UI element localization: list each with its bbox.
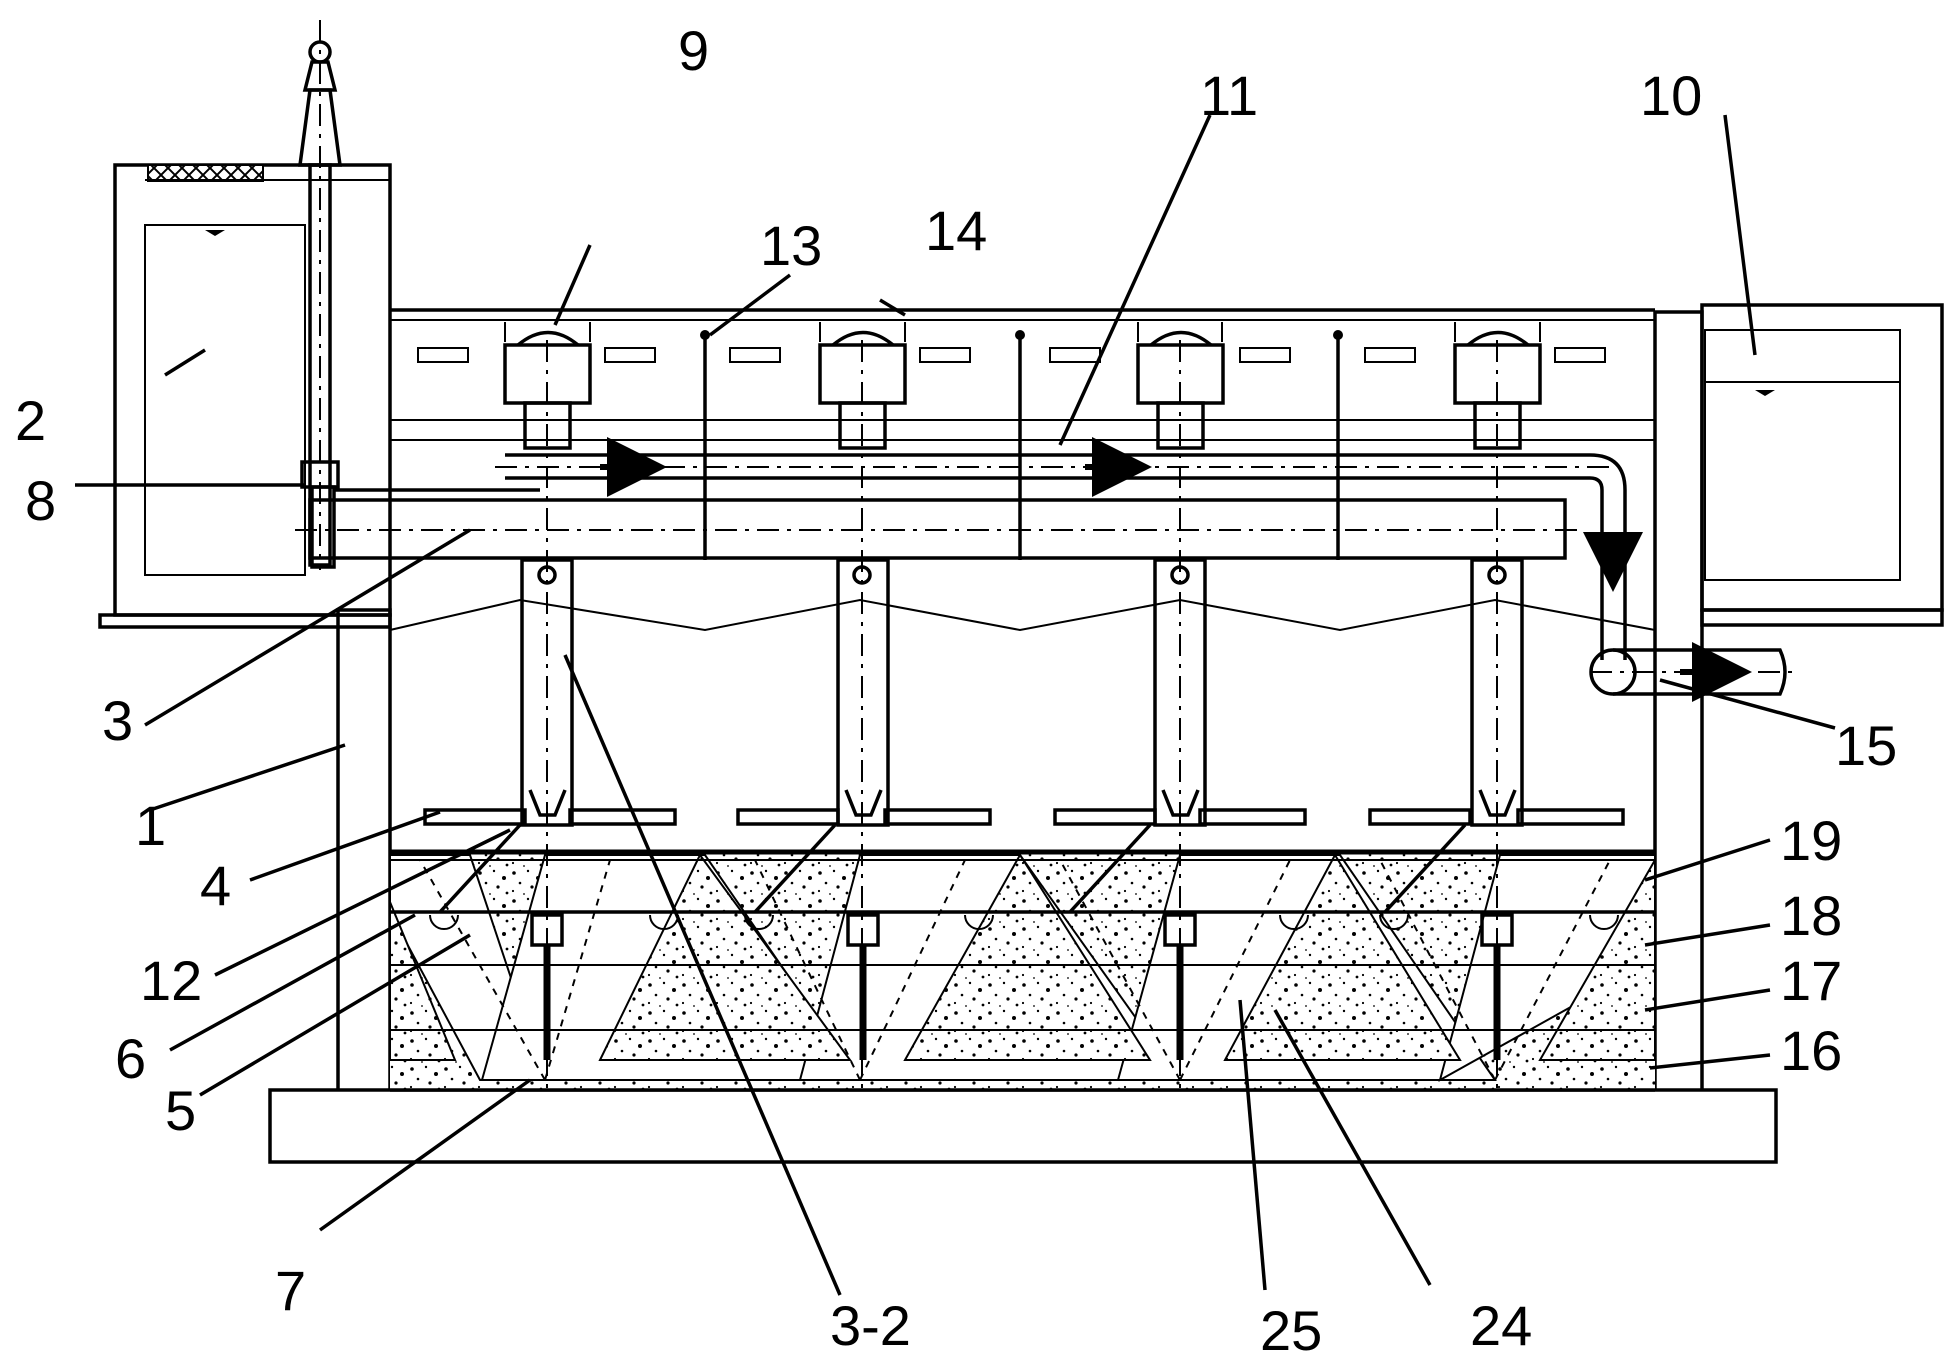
leader-lines (75, 114, 1836, 1296)
bubble-cups (429, 914, 1619, 930)
label-7: 7 (275, 1259, 306, 1322)
left-tank (98, 163, 392, 629)
label-3-2: 3-2 (830, 1294, 911, 1357)
label-6: 6 (115, 1027, 146, 1090)
label-15: 15 (1835, 714, 1897, 777)
label-1: 1 (135, 794, 166, 857)
label-9: 9 (678, 19, 709, 82)
label-24: 24 (1470, 1294, 1532, 1357)
rod-caps (700, 330, 1343, 340)
label-12: 12 (140, 949, 202, 1012)
top-frame (390, 322, 1655, 441)
label-11: 11 (1200, 64, 1258, 127)
filter-bed (389, 849, 1656, 1092)
main-pipe (295, 498, 1580, 560)
ridge-plate (389, 598, 1656, 632)
distribution-lines (419, 859, 1611, 1081)
label-8: 8 (25, 469, 56, 532)
label-13: 13 (760, 214, 822, 277)
part-labels: 1 2 3 3-2 4 5 6 7 8 9 10 11 12 13 14 15 … (15, 19, 1897, 1362)
base-slab (268, 1088, 1778, 1164)
label-3: 3 (102, 689, 133, 752)
label-10: 10 (1640, 64, 1702, 127)
label-25: 25 (1260, 1299, 1322, 1362)
label-4: 4 (200, 854, 231, 917)
vertical-rods (703, 335, 1340, 560)
label-18: 18 (1780, 884, 1842, 947)
label-5: 5 (165, 1079, 196, 1142)
outlet-pipe (1589, 642, 1795, 702)
pump-units (423, 330, 1625, 1095)
label-2: 2 (15, 389, 46, 452)
return-pipe (495, 437, 1643, 660)
label-16: 16 (1780, 1019, 1842, 1082)
label-19: 19 (1780, 809, 1842, 872)
label-14: 14 (925, 199, 987, 262)
label-17: 17 (1780, 949, 1842, 1012)
right-tank (1700, 303, 1944, 627)
inlet-riser (298, 20, 540, 570)
